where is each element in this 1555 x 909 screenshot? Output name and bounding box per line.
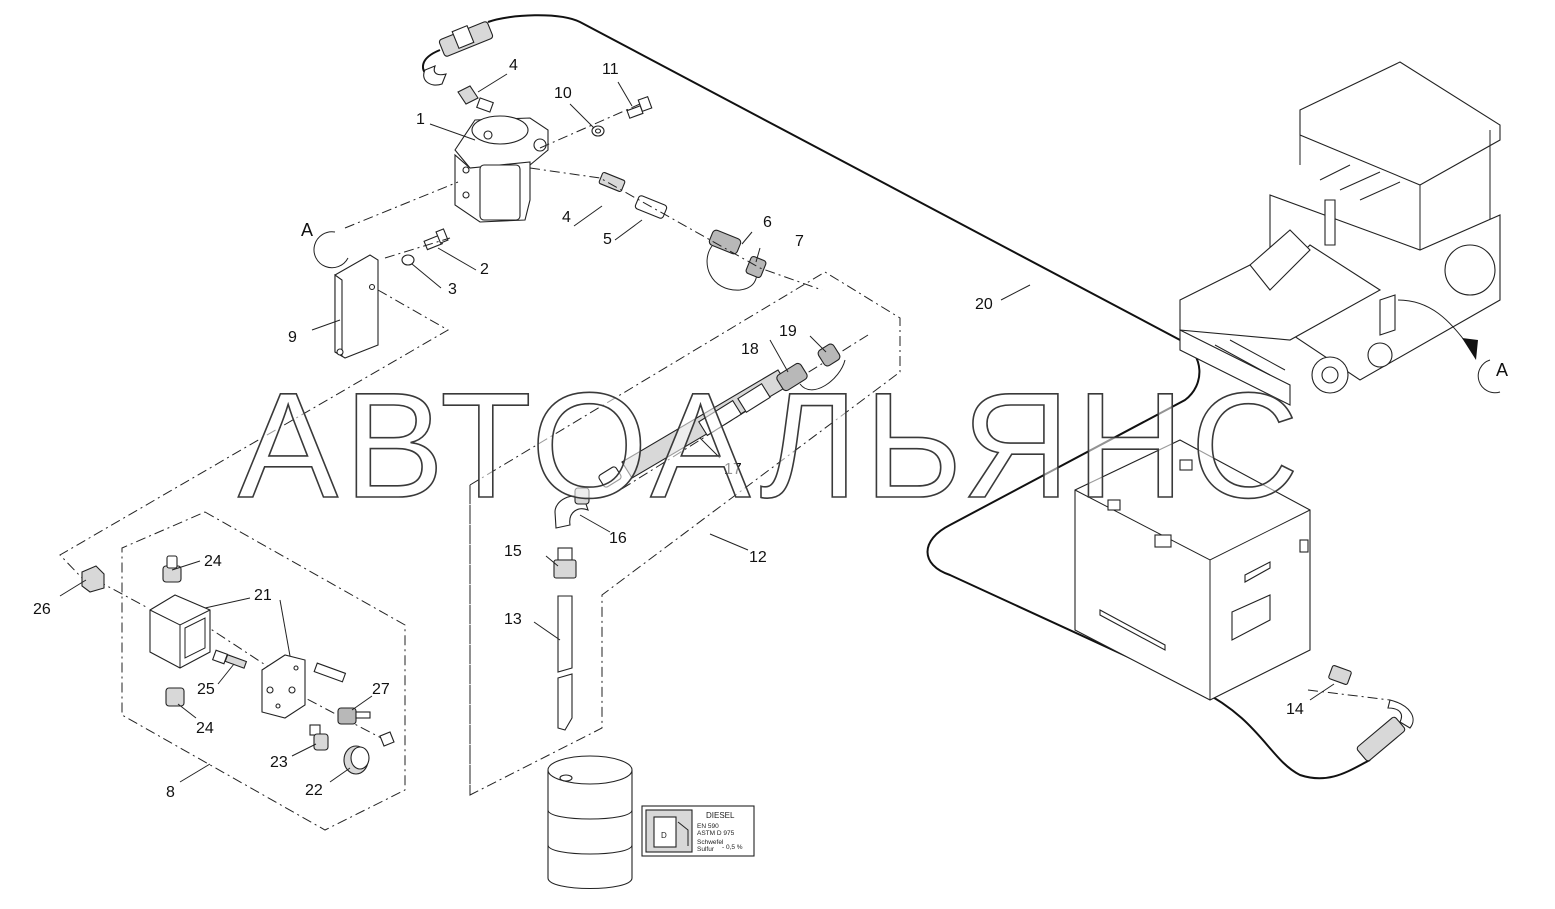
gauge-22 bbox=[343, 745, 370, 775]
view-marker-right: A bbox=[1496, 360, 1508, 380]
test-coupling-6 bbox=[706, 229, 758, 291]
leader-lines bbox=[59, 73, 1335, 783]
fitting-15 bbox=[553, 547, 577, 579]
callout-12: 12 bbox=[749, 549, 767, 566]
callout-25: 25 bbox=[197, 681, 215, 698]
sensor-23 bbox=[309, 724, 329, 751]
callout-7: 7 bbox=[795, 233, 804, 250]
decal-spec-2: ASTM D 975 bbox=[697, 830, 735, 837]
bracket-9 bbox=[334, 254, 379, 359]
clip-26 bbox=[81, 565, 105, 593]
cap-7 bbox=[745, 256, 767, 278]
callout-19: 19 bbox=[779, 323, 797, 340]
callout-5: 5 bbox=[603, 231, 612, 248]
callout-23: 23 bbox=[270, 754, 288, 771]
hose-coupling-bottom bbox=[1356, 699, 1414, 762]
callout-22: 22 bbox=[305, 782, 323, 799]
suction-pipe-13 bbox=[557, 595, 573, 731]
coupling-18 bbox=[776, 359, 846, 392]
decal-sulfur-en: Sulfur bbox=[697, 846, 715, 853]
fitting-14 bbox=[1328, 665, 1352, 685]
fuel-filter-1 bbox=[454, 115, 549, 223]
callout-27: 27 bbox=[372, 681, 390, 698]
decal-sulfur-value: - 0,5 % bbox=[722, 844, 743, 851]
callout-14: 14 bbox=[1286, 701, 1304, 718]
watermark: АВТОАЛЬЯНС bbox=[238, 361, 1305, 529]
callout-3: 3 bbox=[448, 281, 457, 298]
decal-title: DIESEL bbox=[706, 811, 735, 820]
callout-4-top: 4 bbox=[509, 57, 518, 74]
callout-4-mid: 4 bbox=[562, 209, 571, 226]
plate-21 bbox=[261, 654, 306, 719]
screw-11 bbox=[626, 95, 653, 119]
callout-15: 15 bbox=[504, 543, 522, 560]
suction-hose-17 bbox=[598, 369, 789, 488]
callout-24-top: 24 bbox=[204, 553, 222, 570]
arrow-head bbox=[1462, 338, 1478, 360]
nipple-24-bottom bbox=[165, 687, 185, 707]
callout-6: 6 bbox=[763, 214, 772, 231]
fitting-4-mid bbox=[598, 171, 626, 193]
callout-10: 10 bbox=[554, 85, 572, 102]
callout-20: 20 bbox=[975, 296, 993, 313]
elbow-16 bbox=[554, 487, 590, 529]
nipple-24-top bbox=[162, 555, 182, 583]
diesel-decal: D DIESEL EN 590 ASTM D 975 Schwefel Sulf… bbox=[641, 805, 755, 857]
callout-18: 18 bbox=[741, 341, 759, 358]
fitting-4-top bbox=[457, 85, 494, 113]
callout-17: 17 bbox=[724, 461, 742, 478]
paver-machine bbox=[1179, 61, 1501, 406]
callout-13: 13 bbox=[504, 611, 522, 628]
fuel-tank bbox=[1074, 439, 1311, 701]
callout-21: 21 bbox=[254, 587, 272, 604]
fuel-hose-20 bbox=[487, 14, 1371, 780]
decal-spec-1: EN 590 bbox=[697, 823, 719, 830]
washer-10 bbox=[591, 125, 605, 137]
callout-11: 11 bbox=[602, 61, 619, 78]
sender-27 bbox=[337, 707, 395, 747]
callout-24-bottom: 24 bbox=[196, 720, 214, 737]
callout-26: 26 bbox=[33, 601, 51, 618]
long-screw bbox=[313, 662, 347, 683]
decal-pump-letter: D bbox=[661, 831, 667, 840]
screw-25 bbox=[211, 649, 248, 669]
view-marker-left: A bbox=[301, 220, 313, 240]
washer-3 bbox=[401, 254, 415, 266]
callout-1: 1 bbox=[416, 111, 425, 128]
callout-8: 8 bbox=[166, 784, 175, 801]
fuel-drum bbox=[547, 755, 633, 889]
callout-2: 2 bbox=[480, 261, 489, 278]
decal-sulfur-de: Schwefel bbox=[697, 839, 724, 846]
hose-coupling-top bbox=[423, 21, 494, 86]
callout-9: 9 bbox=[288, 329, 297, 346]
callout-16: 16 bbox=[609, 530, 627, 547]
housing-21 bbox=[149, 594, 211, 669]
